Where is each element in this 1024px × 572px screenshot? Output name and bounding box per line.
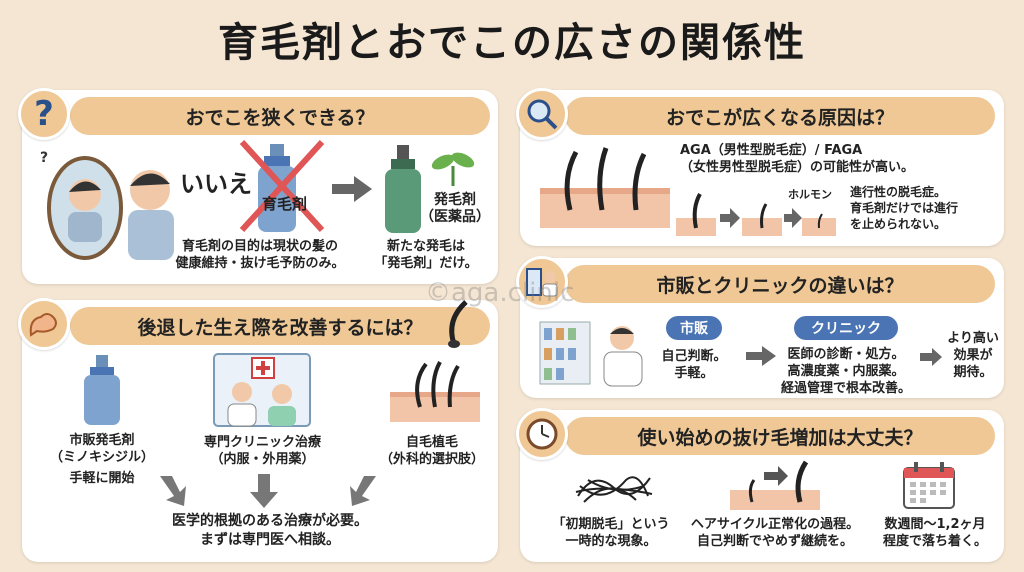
desc-line: 経過管理で根本改善。 [780, 381, 911, 396]
hormone-label: ホルモン [788, 188, 832, 201]
svg-text:?: ? [40, 150, 48, 166]
clinic-doctors-icon [213, 353, 311, 427]
arrow-right-icon [746, 346, 776, 366]
hair-follicles-illustration [540, 147, 670, 228]
progress-line: 進行性の脱毛症。 [850, 185, 947, 199]
arm-muscle-icon [18, 298, 70, 350]
progress-line: を止められない。 [850, 217, 947, 231]
clock-icon [516, 408, 568, 460]
desc-line: 高濃度薬・内服薬。 [787, 364, 905, 379]
banner-text: 後退した生え際を改善するには？ [137, 316, 423, 339]
progressive-note: 進行性の脱毛症。 育毛剤だけでは進行 を止められない。 [850, 184, 958, 232]
note-line: 一時的な現象。 [565, 534, 657, 549]
arrow-right-icon [920, 348, 942, 366]
banner-text: おでこが広くなる原因は？ [665, 106, 894, 129]
label-line: 発毛剤 [434, 192, 476, 208]
cause-line: AGA（男性型脱毛症）/ FAGA [680, 143, 863, 158]
option-otc-minoxidil: 市販発毛剤 （ミノキシジル） 手軽に開始 [32, 432, 172, 487]
arrow-right-icon [332, 176, 372, 202]
shed-hair-pile-icon [575, 476, 653, 503]
label-line: （医薬品） [420, 209, 490, 225]
result-line: より高い [947, 331, 999, 346]
conclusion-line: 医学的根拠のある治療が必要。 [172, 513, 368, 529]
hair-strand-icon [448, 300, 468, 348]
clinic-description: 医師の診断・処方。 高濃度薬・内服薬。 経過管理で根本改善。 [774, 346, 918, 397]
note-line: 育毛剤の目的は現状の髪の [181, 239, 338, 254]
option-line: 市販発毛剤 [69, 433, 135, 448]
banner-otc-vs-clinic: 市販とクリニックの違いは？ [565, 265, 995, 303]
option-clinic-treatment: 専門クリニック治療 （内服・外用薬） [180, 434, 345, 468]
conclusion-consult: 医学的根拠のある治療が必要。 まずは専門医へ相談。 [120, 512, 420, 550]
option-line: （ミノキシジル） [49, 450, 154, 465]
desc-line: 手軽。 [674, 366, 714, 381]
hair-miniaturization-diagram [676, 193, 836, 236]
pharmacy-shelf-doctor-illustration [539, 321, 643, 387]
converging-arrows-icon [160, 474, 376, 508]
option-line: （内服・外用薬） [210, 452, 315, 467]
banner-text: 市販とクリニックの違いは？ [656, 274, 904, 297]
banner-text: おでこを狭くできる？ [185, 106, 375, 129]
minoxidil-bottle-icon [84, 355, 120, 425]
banner-text: 使い始めの抜け毛増加は大丈夫？ [637, 426, 923, 449]
hair-cycle-note: ヘアサイクル正常化の過程。 自己判断でやめず継続を。 [680, 516, 870, 550]
question-icon: ? [18, 88, 70, 140]
note-line: ヘアサイクル正常化の過程。 [690, 517, 860, 532]
banner-forehead-narrow: おでこを狭くできる？ [70, 97, 490, 135]
initial-shedding-note: 「初期脱毛」という 一時的な現象。 [536, 516, 686, 550]
crossed-tonic-label: 育毛剤 [262, 195, 308, 213]
note-line: 程度で落ち着く。 [882, 534, 987, 549]
hair-growth-bottle-icon [385, 145, 421, 233]
settle-period-note: 数週間〜1,2ヶ月 程度で落ち着く。 [870, 516, 1000, 550]
mirror-person-illustration: ? [40, 150, 174, 260]
pill-text: 市販 [680, 321, 708, 337]
banner-forehead-cause: おでこが広くなる原因は？ [565, 97, 995, 135]
conclusion-line: まずは専門医へ相談。 [200, 532, 340, 548]
option-line: 専門クリニック治療 [203, 435, 321, 450]
cause-line: （女性男性型脱毛症）の可能性が高い。 [680, 160, 915, 175]
banner-hairline-improve: 後退した生え際を改善するには？ [70, 307, 490, 345]
page-title: 育毛剤とおでこの広さの関係性 [218, 20, 806, 66]
note-line: 「初期脱毛」という [552, 517, 670, 532]
note-line: 「発毛剤」だけ。 [374, 256, 478, 271]
result-line: 効果が [953, 348, 993, 363]
desc-line: 自己判断。 [661, 349, 727, 364]
option-transplant: 自毛植毛 （外科的選択肢） [372, 434, 492, 468]
result-line: 期待。 [953, 365, 993, 380]
hair-growth-label: 発毛剤 （医薬品） [420, 192, 490, 226]
note-tonic-purpose: 育毛剤の目的は現状の髪の 健康維持・抜け毛予防のみ。 [160, 238, 360, 272]
clinic-result: より高い 効果が 期待。 [940, 330, 1006, 381]
crossed-tonic-bottle-icon [239, 139, 325, 233]
note-line: 数週間〜1,2ヶ月 [884, 517, 986, 532]
magnifier-icon [516, 88, 568, 140]
calendar-icon [903, 462, 955, 509]
option-line: 自毛植毛 [405, 435, 458, 450]
sprout-icon [431, 152, 475, 186]
option-line: （外科的選択肢） [379, 452, 484, 467]
answer-no: いいえ [180, 170, 252, 198]
pill-text: クリニック [811, 321, 881, 337]
note-line: 健康維持・抜け毛予防のみ。 [175, 256, 345, 271]
note-line: 新たな発毛は [386, 239, 465, 254]
note-new-growth: 新たな発毛は 「発毛剤」だけ。 [366, 238, 486, 272]
otc-pill: 市販 [666, 316, 722, 340]
progress-line: 育毛剤だけでは進行 [850, 201, 959, 215]
otc-description: 自己判断。 手軽。 [654, 348, 734, 382]
option-line: 手軽に開始 [69, 471, 135, 486]
desc-line: 医師の診断・処方。 [787, 347, 905, 362]
watermark: ©aga.clinic [425, 278, 575, 308]
note-line: 自己判断でやめず継続を。 [696, 534, 853, 549]
hair-cycle-renewal-icon [730, 460, 820, 510]
banner-initial-shedding: 使い始めの抜け毛増加は大丈夫？ [565, 417, 995, 455]
cause-aga-faga: AGA（男性型脱毛症）/ FAGA （女性男性型脱毛症）の可能性が高い。 [680, 142, 914, 176]
hair-transplant-icon [390, 361, 480, 422]
pharmacy-doctor-icon [516, 256, 568, 308]
clinic-pill: クリニック [794, 316, 898, 340]
